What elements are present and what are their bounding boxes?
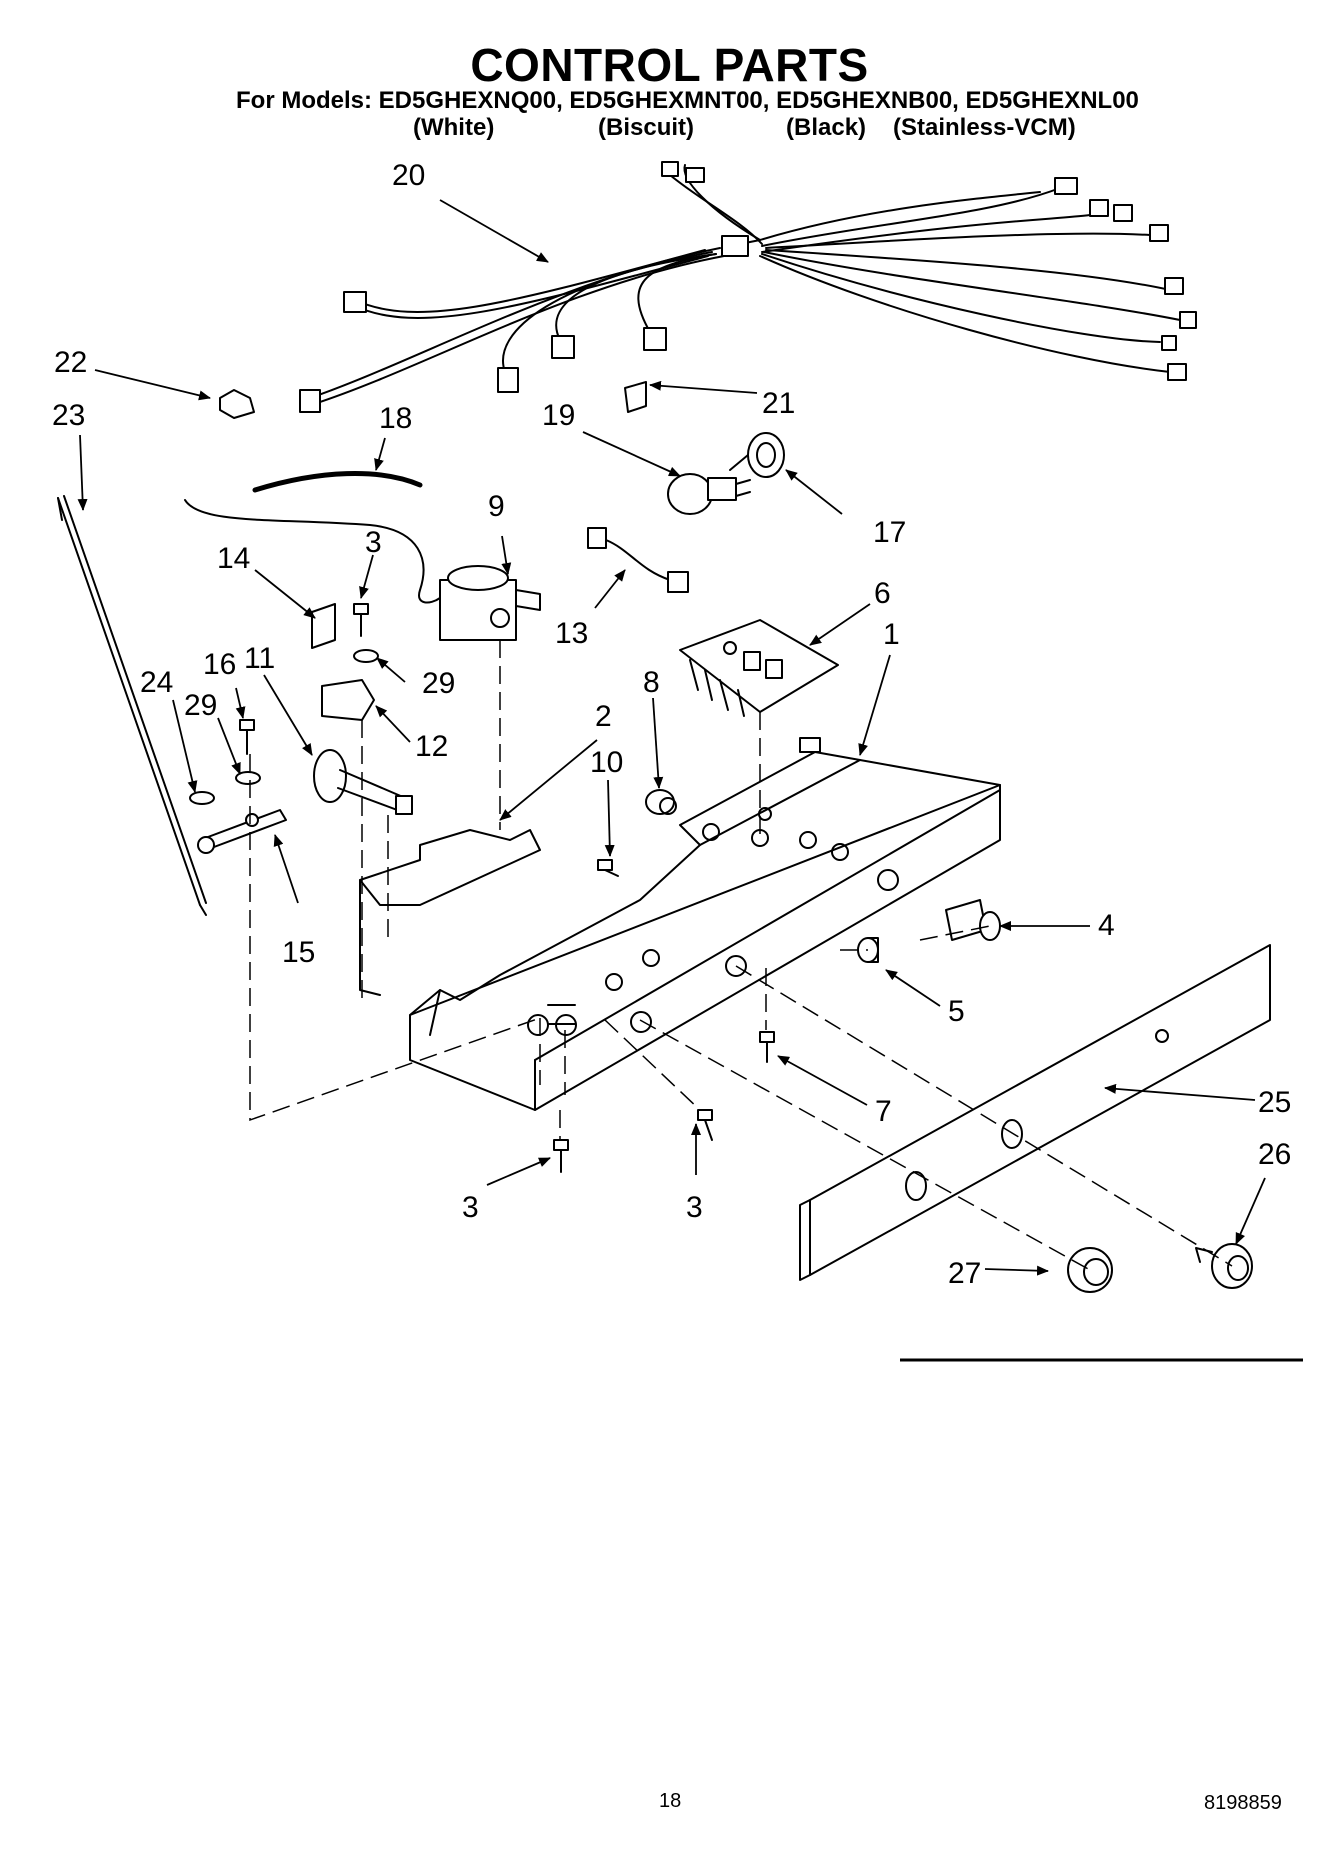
callout-6: 6: [874, 577, 891, 610]
callout-24: 24: [140, 666, 173, 699]
screw-7: [759, 1031, 775, 1063]
callout-17: 17: [873, 516, 906, 549]
callout-22: 22: [54, 346, 87, 379]
screw-16: [239, 719, 255, 755]
leader-arrows: [77, 199, 1266, 1276]
clip-21: [624, 381, 647, 413]
callout-3-upper: 3: [365, 526, 382, 559]
clip-22: [219, 389, 255, 419]
lever-15: [197, 809, 287, 854]
callout-27: 27: [948, 1257, 981, 1290]
callout-29-left: 29: [184, 689, 217, 722]
control-board-6: [679, 619, 839, 717]
callout-3-lower-left: 3: [462, 1191, 479, 1224]
screw-3-lower-left: [553, 1139, 569, 1173]
washer-29-upper: [353, 649, 379, 663]
wire-jumper-13: [587, 527, 689, 593]
washer-24: [189, 791, 215, 805]
screw-10: [597, 859, 619, 877]
document-number: 8198859: [1204, 1792, 1282, 1814]
callout-19: 19: [542, 399, 575, 432]
bracket-14: [311, 603, 336, 649]
knob-27: [1067, 1247, 1113, 1293]
capillary-tube-18: [252, 471, 423, 493]
callout-4: 4: [1098, 909, 1115, 942]
variant-stainless: (Stainless-VCM): [893, 114, 1076, 141]
light-bulb-19: [667, 473, 751, 515]
thermostat-9: [184, 499, 541, 641]
callout-26: 26: [1258, 1138, 1291, 1171]
control-housing-1: [409, 737, 1001, 1111]
switch-4: [945, 899, 1001, 941]
callout-16: 16: [203, 648, 236, 681]
variant-black: (Black): [786, 114, 867, 141]
callout-9: 9: [488, 490, 505, 523]
screw-3-lower-right: [697, 1109, 713, 1141]
callout-11: 11: [244, 642, 275, 675]
callout-25: 25: [1258, 1086, 1291, 1119]
page-title: CONTROL PARTS: [470, 39, 869, 91]
variant-biscuit: (Biscuit): [598, 114, 694, 141]
bracket-12: [321, 679, 375, 721]
callout-20: 20: [392, 159, 425, 192]
callout-1: 1: [883, 618, 900, 651]
grommet-8: [645, 789, 677, 815]
control-panel-25: [799, 944, 1271, 1281]
models-line: For Models: ED5GHEXNQ00, ED5GHEXMNT00, E…: [236, 87, 1139, 114]
callout-8: 8: [643, 666, 660, 699]
callout-23: 23: [52, 399, 85, 432]
callout-14: 14: [217, 542, 250, 575]
page-number: 18: [659, 1790, 682, 1812]
callout-18: 18: [379, 402, 412, 435]
callout-13: 13: [555, 617, 588, 650]
bracket-2: [359, 829, 541, 906]
callout-5: 5: [948, 995, 965, 1028]
alignment-lines: [249, 640, 1233, 1271]
callout-15: 15: [282, 936, 315, 969]
screw-3-upper: [353, 603, 369, 637]
shaft-11: [313, 749, 413, 815]
variant-white: (White): [413, 114, 495, 141]
callout-7: 7: [875, 1095, 892, 1128]
callout-3-lower-right: 3: [686, 1191, 703, 1224]
washer-29-lower: [235, 771, 261, 785]
callout-10: 10: [590, 746, 623, 779]
rod-23: [57, 495, 207, 916]
callout-2: 2: [595, 700, 612, 733]
callout-29-right: 29: [422, 667, 455, 700]
knob-26: [1195, 1243, 1253, 1289]
callout-labels: 20 22 23 18 19 21 17 14 3 9 13 6 1 24 16…: [52, 159, 1291, 1290]
lamp-socket-17: [729, 432, 785, 478]
callout-12: 12: [415, 730, 448, 763]
wire-harness-20: [299, 161, 1197, 413]
callout-21: 21: [762, 387, 795, 420]
